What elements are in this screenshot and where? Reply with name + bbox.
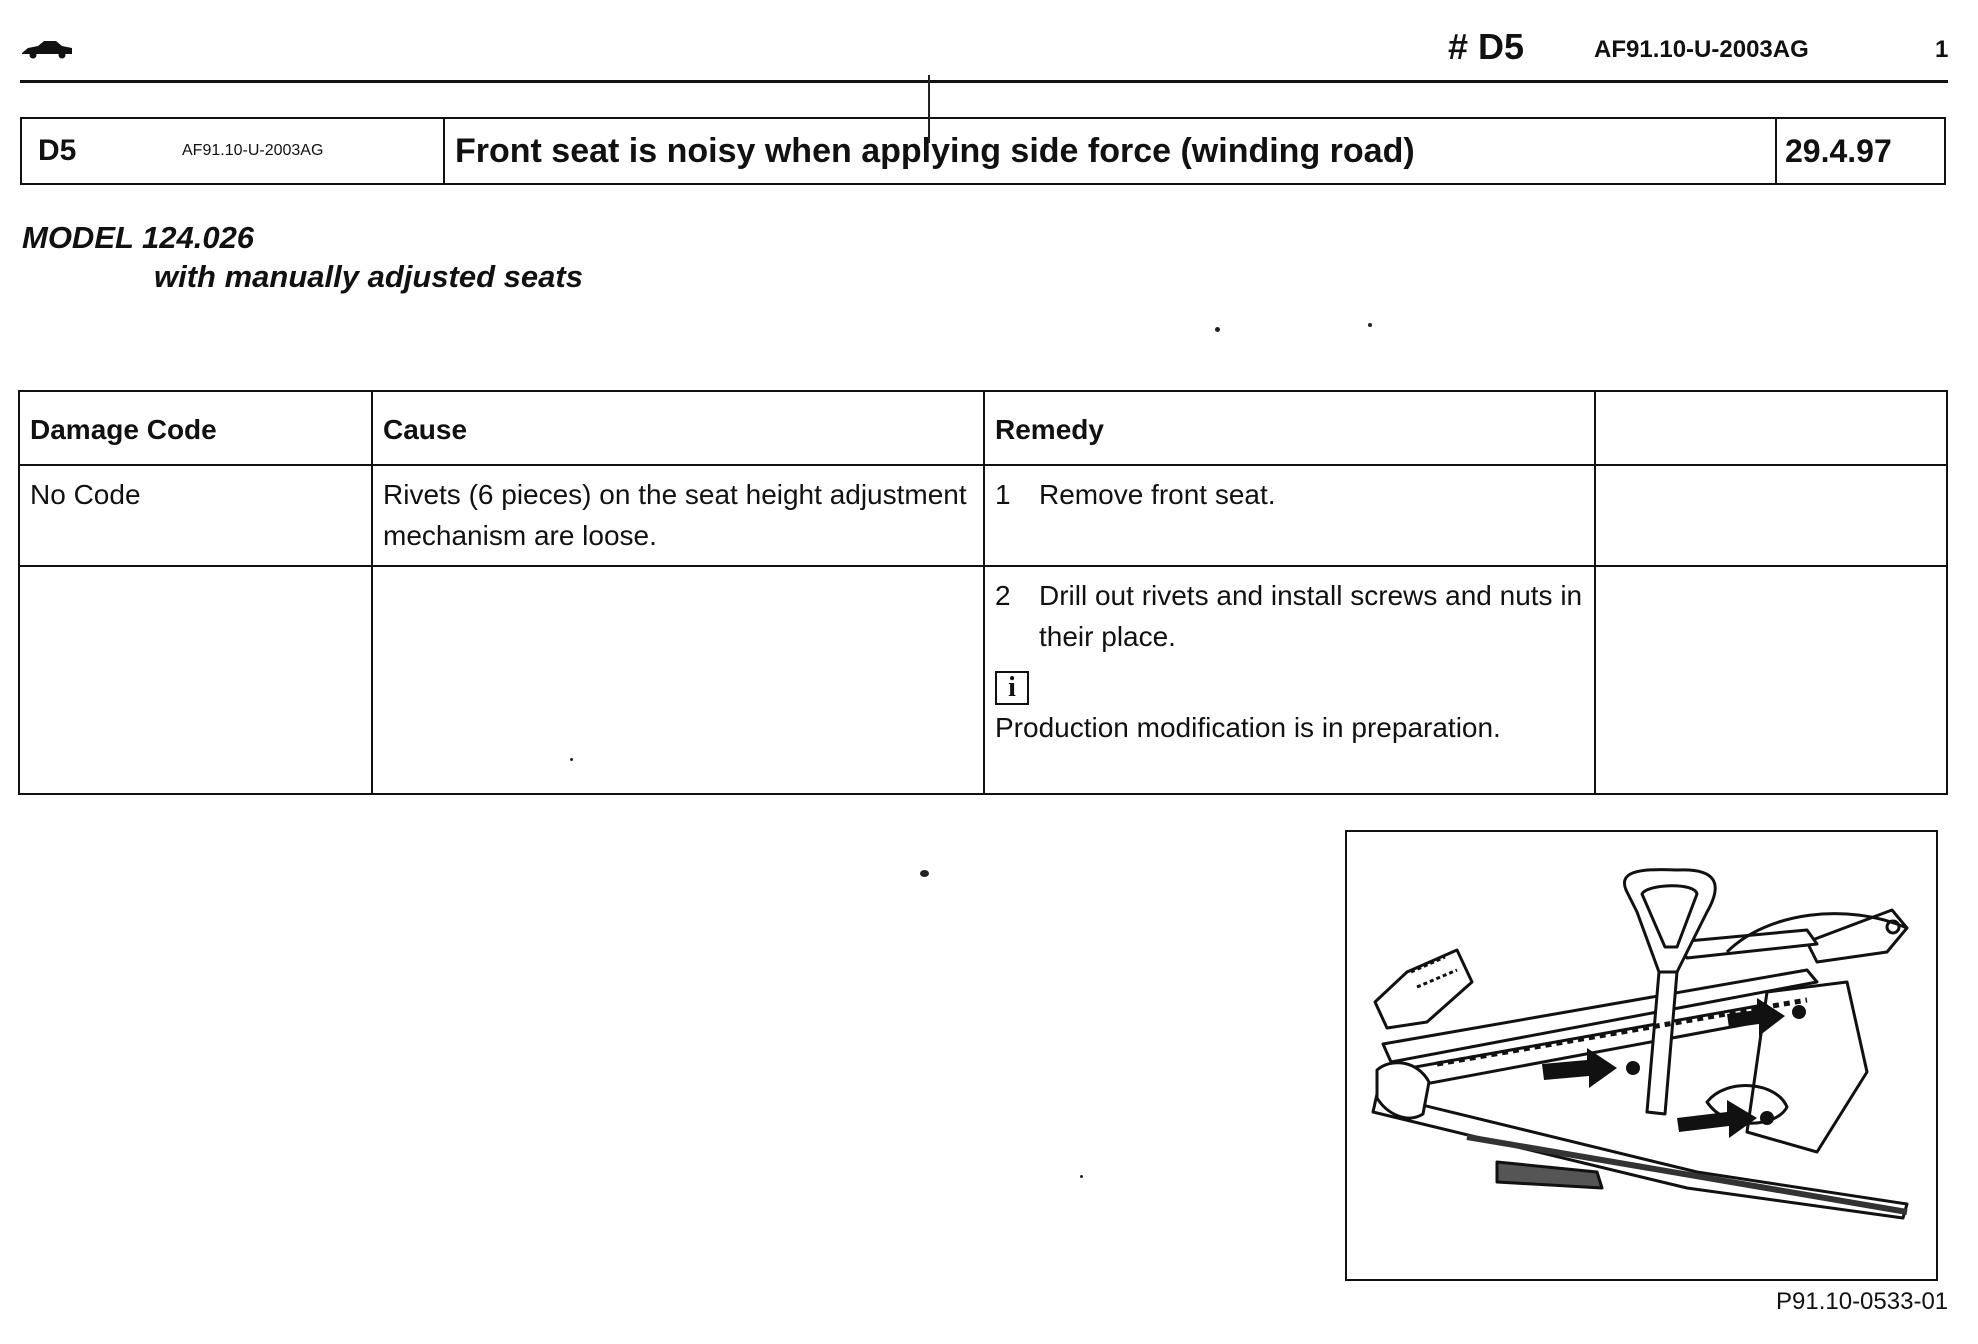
scan-speck bbox=[1368, 323, 1372, 327]
scan-speck bbox=[1080, 1175, 1083, 1178]
scan-speck bbox=[928, 75, 930, 143]
title-reference: AF91.10-U-2003AG bbox=[182, 142, 324, 159]
damage-code-cell: No Code bbox=[18, 464, 373, 567]
title-description: Front seat is noisy when applying side f… bbox=[445, 119, 1777, 183]
step-number: 2 bbox=[995, 580, 1011, 611]
damage-code-cell bbox=[18, 565, 373, 795]
model-line: MODEL 124.026 bbox=[22, 220, 255, 255]
step-number: 1 bbox=[995, 479, 1011, 510]
info-icon: i bbox=[995, 671, 1029, 705]
table-row: No Code Rivets (6 pieces) on the seat he… bbox=[18, 464, 1948, 567]
header-reference: AF91.10-U-2003AG bbox=[1594, 36, 1809, 63]
title-code: D5 bbox=[38, 134, 77, 167]
damage-table: Damage Code Cause Remedy No Code Rivets … bbox=[18, 390, 1948, 795]
header-damage-code: Damage Code bbox=[18, 390, 373, 466]
title-bar: D5 AF91.10-U-2003AG Front seat is noisy … bbox=[20, 117, 1946, 185]
remedy-step: 1 Remove front seat. bbox=[995, 474, 1584, 515]
seat-mechanism-figure bbox=[1345, 830, 1938, 1281]
scan-speck bbox=[920, 870, 929, 877]
title-code-cell: D5 AF91.10-U-2003AG bbox=[22, 119, 445, 183]
remedy-cell: 1 Remove front seat. bbox=[983, 464, 1596, 567]
figure-caption: P91.10-0533-01 bbox=[1776, 1288, 1949, 1315]
header-code: # D5 bbox=[1448, 26, 1525, 67]
page-number: 1 bbox=[1935, 36, 1949, 63]
header-blank bbox=[1594, 390, 1948, 466]
scan-speck bbox=[570, 758, 573, 761]
cause-cell bbox=[371, 565, 985, 795]
seat-mechanism-illustration bbox=[1371, 868, 1909, 1220]
table-row: 2 Drill out rivets and install screws an… bbox=[18, 565, 1948, 795]
production-note: Production modification is in preparatio… bbox=[995, 712, 1501, 743]
step-text: Remove front seat. bbox=[1039, 479, 1276, 510]
scan-speck bbox=[1215, 327, 1220, 332]
extra-cell bbox=[1594, 565, 1948, 795]
remedy-cell: 2 Drill out rivets and install screws an… bbox=[983, 565, 1596, 795]
cause-cell: Rivets (6 pieces) on the seat height adj… bbox=[371, 464, 985, 567]
model-subtitle: with manually adjusted seats bbox=[154, 259, 583, 294]
table-header-row: Damage Code Cause Remedy bbox=[18, 390, 1948, 466]
extra-cell bbox=[1594, 464, 1948, 567]
remedy-step: 2 Drill out rivets and install screws an… bbox=[995, 575, 1584, 657]
title-date: 29.4.97 bbox=[1785, 132, 1892, 169]
header-cause: Cause bbox=[371, 390, 985, 466]
car-icon bbox=[22, 41, 72, 59]
header-remedy: Remedy bbox=[983, 390, 1596, 466]
step-text: Drill out rivets and install screws and … bbox=[1039, 580, 1583, 652]
header-rule bbox=[20, 80, 1948, 83]
